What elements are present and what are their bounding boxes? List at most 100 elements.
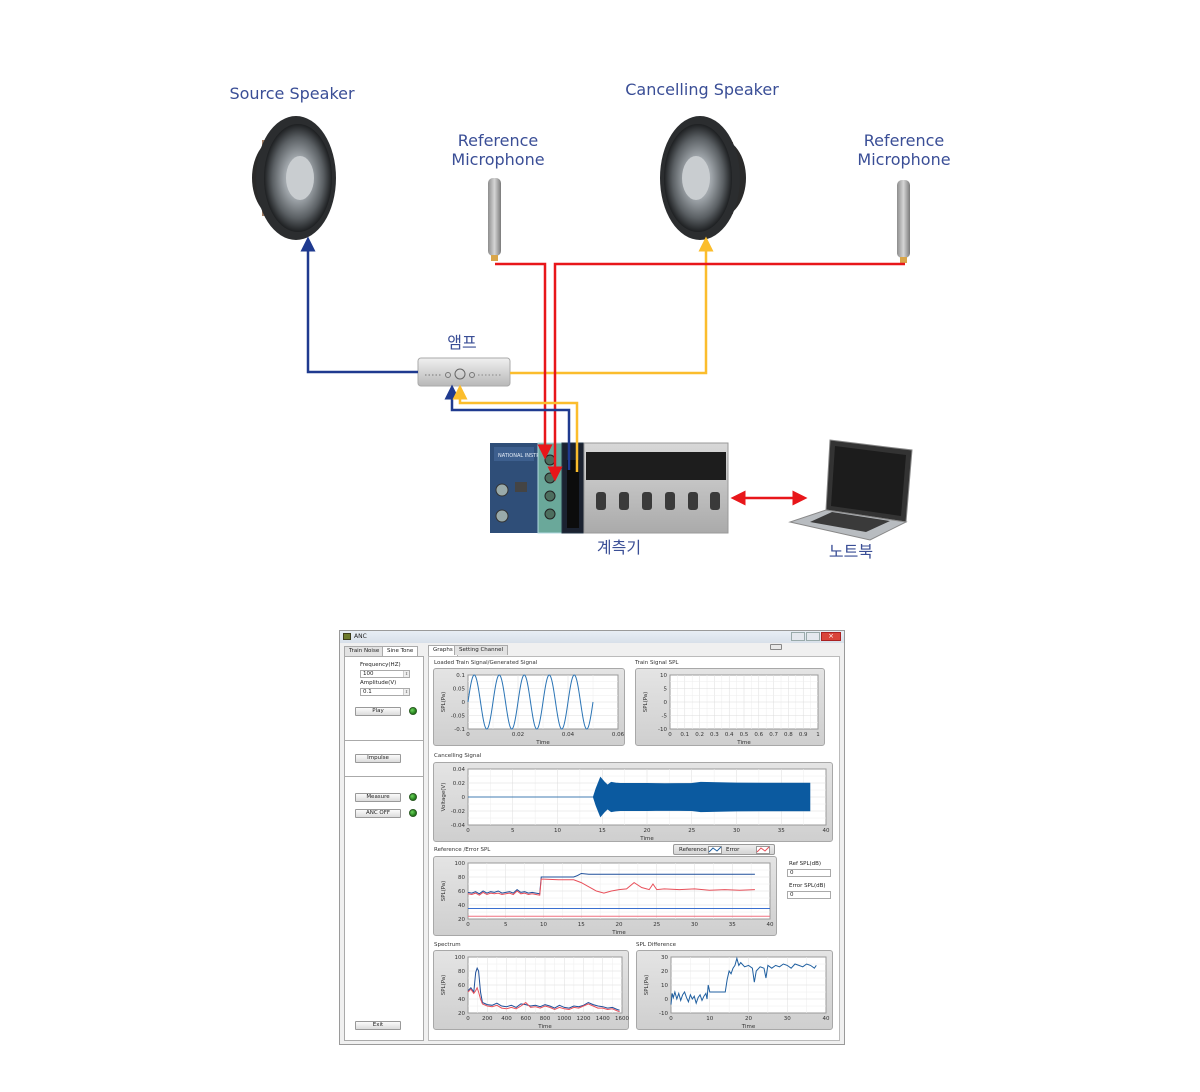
x-tick-label: 0.8 [784, 732, 793, 738]
y-axis-label: Voltage(V) [441, 783, 447, 812]
x-tick-label: 30 [691, 922, 698, 928]
x-tick-label: 30 [733, 828, 740, 834]
x-tick-label: 0.06 [612, 732, 625, 738]
legend-reference-label: Reference [679, 847, 707, 853]
ref-spl-label: Ref SPL(dB) [789, 861, 822, 867]
train-spl-title: Train Signal SPL [635, 660, 679, 666]
x-tick-label: 0.5 [740, 732, 749, 738]
x-axis-label: Time [736, 740, 751, 746]
y-tick-label: 0 [462, 700, 466, 706]
x-tick-label: 0 [466, 922, 470, 928]
x-tick-label: 0.04 [562, 732, 575, 738]
x-tick-label: 0.6 [754, 732, 763, 738]
left-control-panel: Frequency(HZ) 100⇕ Amplitude(V) 0.1⇕ Pla… [344, 656, 424, 1041]
frequency-input[interactable]: 100 ⇕ [360, 670, 410, 678]
wire-amp-to-cancelling-speaker [510, 236, 714, 375]
exit-button[interactable]: Exit [355, 1021, 401, 1030]
maximize-button[interactable] [806, 632, 820, 641]
x-tick-label: 20 [644, 828, 651, 834]
ref-spl-indicator: 0 [787, 869, 831, 877]
minimize-button[interactable] [791, 632, 805, 641]
wire-mic1-to-daq [495, 262, 553, 460]
anc-off-button[interactable]: ANC OFF [355, 809, 401, 818]
y-tick-label: 0 [462, 795, 466, 801]
svg-text:NATIONAL INSTRUMENTS: NATIONAL INSTRUMENTS [498, 453, 561, 459]
wire-daq-to-amp-yellow [452, 384, 579, 472]
x-tick-label: 0 [466, 1016, 470, 1022]
x-tick-label: 20 [745, 1016, 752, 1022]
series-error [467, 878, 755, 896]
y-tick-label: 80 [458, 969, 465, 975]
x-tick-label: 1 [816, 732, 820, 738]
anc-app-window: ANC × Train Noise Sine Tone Frequency(HZ… [339, 630, 845, 1045]
restore-panel-icon[interactable] [770, 644, 782, 650]
x-tick-label: 20 [616, 922, 623, 928]
impulse-button[interactable]: Impulse [355, 754, 401, 763]
y-axis-label: SPL(Pa) [441, 881, 447, 902]
amplitude-label: Amplitude(V) [360, 680, 397, 686]
y-tick-label: 20 [661, 969, 668, 975]
reference-microphone-2-label: Reference Microphone [857, 131, 951, 169]
amplitude-spinner-icon[interactable]: ⇕ [403, 689, 409, 695]
y-tick-label: 0 [665, 997, 669, 1003]
measure-status-led [409, 793, 417, 801]
x-axis-label: Time [741, 1024, 756, 1030]
x-tick-label: 0.1 [680, 732, 689, 738]
x-tick-label: 1200 [577, 1016, 591, 1022]
series-difference [670, 956, 817, 1005]
x-tick-label: 0.4 [725, 732, 734, 738]
x-tick-label: 10 [540, 922, 547, 928]
x-tick-label: 400 [501, 1016, 512, 1022]
amplitude-value: 0.1 [363, 689, 372, 695]
tab-train-noise[interactable]: Train Noise [344, 646, 385, 656]
x-tick-label: 600 [521, 1016, 532, 1022]
y-tick-label: 0.05 [453, 687, 466, 693]
y-tick-label: 0.04 [453, 767, 466, 773]
x-tick-label: 30 [784, 1016, 791, 1022]
series-error [467, 986, 620, 1013]
y-tick-label: 60 [458, 983, 465, 989]
y-tick-label: 20 [458, 1011, 465, 1017]
tab-setting-channel[interactable]: Setting Channel [454, 645, 509, 655]
daq-chassis-icon: NATIONAL INSTRUMENTS [490, 442, 729, 534]
y-tick-label: 0.02 [453, 781, 465, 787]
series-signal [467, 674, 594, 730]
y-axis-label: SPL(Pa) [441, 692, 447, 713]
measure-button[interactable]: Measure [355, 793, 401, 802]
ref-error-legend: Reference Error [673, 844, 775, 855]
ref-error-spl-title: Reference /Error SPL [434, 847, 491, 853]
close-button[interactable]: × [821, 632, 841, 641]
tab-sine-tone[interactable]: Sine Tone [382, 646, 419, 657]
legend-reference-swatch-icon [708, 846, 722, 854]
frequency-spinner-icon[interactable]: ⇕ [403, 671, 409, 677]
impulse-section: Impulse [345, 741, 423, 777]
y-tick-label: 40 [458, 903, 465, 909]
x-tick-label: 0 [466, 828, 470, 834]
y-tick-label: -0.1 [454, 727, 465, 733]
amplitude-input[interactable]: 0.1 ⇕ [360, 688, 410, 696]
legend-error-label: Error [726, 847, 740, 853]
x-tick-label: 0.2 [695, 732, 704, 738]
y-tick-label: 80 [458, 875, 465, 881]
x-tick-label: 1000 [557, 1016, 571, 1022]
y-tick-label: 0.1 [456, 673, 465, 679]
x-tick-label: 10 [706, 1016, 713, 1022]
wire-amp-to-source-speaker [300, 236, 418, 374]
anc-status-led [409, 809, 417, 817]
x-tick-label: 25 [653, 922, 660, 928]
y-tick-label: -0.05 [451, 714, 466, 720]
x-tick-label: 15 [599, 828, 606, 834]
x-tick-label: 40 [767, 922, 774, 928]
frequency-value: 100 [363, 671, 374, 677]
x-axis-label: Time [535, 740, 550, 746]
laptop-label: 노트북 [828, 542, 874, 561]
x-tick-label: 15 [578, 922, 585, 928]
amp-label: 앰프 [447, 333, 477, 352]
x-tick-label: 5 [504, 922, 508, 928]
play-button[interactable]: Play [355, 707, 401, 716]
